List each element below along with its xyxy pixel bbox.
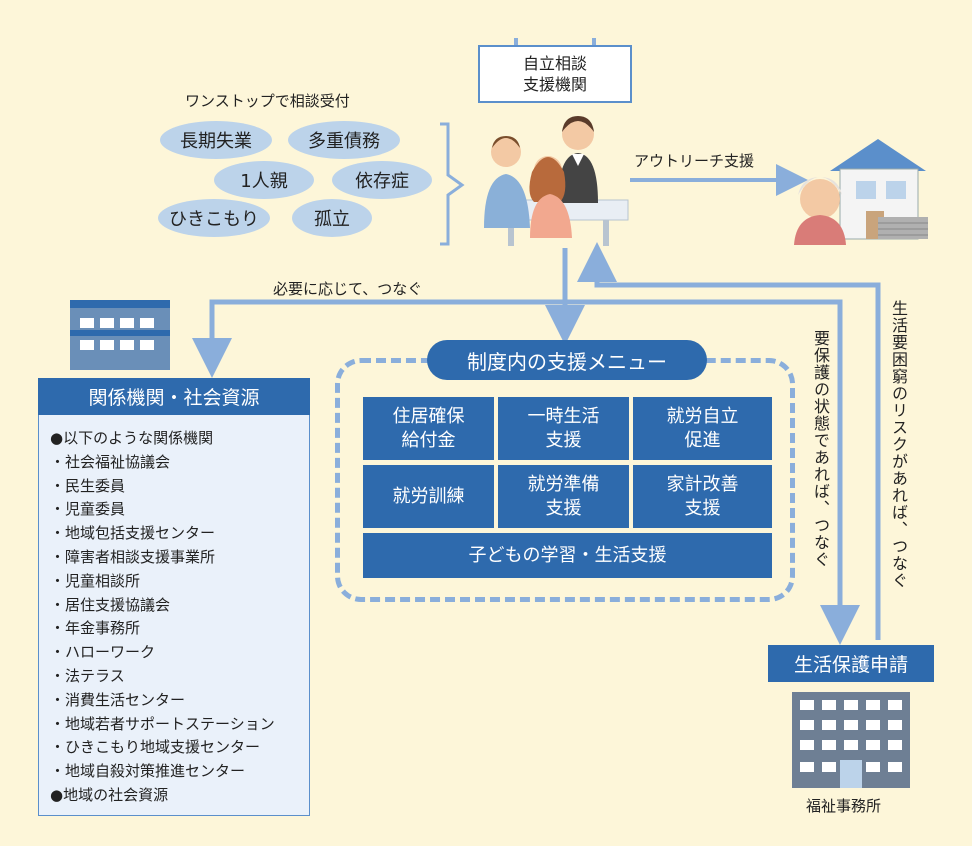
consultation-illustration [484,116,629,246]
list-item: ・ハローワーク [50,643,156,662]
menu-item-line1: 住居確保 [392,405,465,427]
risk-text: 生活要困窮のリスクがあれば、つなぐ [889,300,908,589]
related-organizations-box [38,378,310,816]
issue-bubble: 依存症 [332,161,432,199]
one-stop-label: ワンストップで相談受付 [185,92,350,110]
list-item: ・児童委員 [50,500,126,519]
menu-item-line2: 促進 [684,429,721,451]
list-item: ・年金事務所 [50,619,141,638]
list-item: ・法テラス [50,666,125,685]
issue-bubble: ひきこもり [158,199,270,237]
welfare-office-label: 福祉事務所 [806,797,882,815]
self-support-agency-box: 自立相談 支援機関 [478,45,632,103]
list-item: ・社会福祉協議会 [50,452,171,471]
menu-item: 住居確保給付金 [363,397,494,460]
issue-bubble: 1人親 [214,161,314,199]
menu-item: 就労訓練 [363,465,494,528]
need-protection-text: 要保護の状態であれば、つなぐ [811,330,830,568]
menu-item-line2: 支援 [684,497,721,519]
connect-label: 必要に応じて、つなぐ [273,280,423,298]
related-organizations-title: 関係機関・社会資源 [38,378,310,415]
menu-item-line2: 支援 [545,429,582,451]
outreach-label: アウトリーチ支援 [634,152,755,170]
menu-item-wide: 子どもの学習・生活支援 [363,533,772,578]
menu-item: 家計改善支援 [633,465,772,528]
menu-item-line2: 支援 [545,497,582,519]
list-item: ・地域包括支援センター [50,524,216,543]
related-organizations-list: ●以下のような関係機関 ・社会福祉協議会 ・民生委員 ・児童委員 ・地域包括支援… [50,427,275,808]
menu-item: 就労準備支援 [498,465,629,528]
menu-item-line1: 就労自立 [666,405,739,427]
welfare-office-building-icon [792,692,910,788]
menu-item-line1: 就労訓練 [392,485,465,507]
menu-item-line2: 給付金 [401,429,456,451]
home-elder-illustration [794,139,928,245]
title-line1: 自立相談 [522,54,587,73]
menu-item-line1: 家計改善 [666,473,739,495]
issue-bubble: 孤立 [292,199,372,237]
building-icon [70,300,170,370]
list-item: ・児童相談所 [50,571,141,590]
list-item: ・地域自殺対策推進センター [50,762,246,781]
menu-item: 就労自立促進 [633,397,772,460]
list-item: ・ひきこもり地域支援センター [50,738,261,757]
list-item: ●地域の社会資源 [50,785,169,804]
issue-bubble: 長期失業 [160,121,272,159]
support-menu-title: 制度内の支援メニュー [427,340,707,380]
welfare-application-label: 生活保護申請 [768,645,934,682]
list-item: ・居住支援協議会 [50,595,171,614]
menu-item-line1: 就労準備 [527,473,600,495]
issue-bubble: 多重債務 [288,121,400,159]
list-item: ●以下のような関係機関 [50,429,214,447]
menu-item-line1: 一時生活 [527,405,600,427]
list-item: ・地域若者サポートステーション [50,714,275,733]
list-item: ・障害者相談支援事業所 [50,547,216,566]
list-item: ・消費生活センター [50,690,186,709]
list-item: ・民生委員 [50,476,126,495]
title-line2: 支援機関 [522,75,587,94]
menu-item: 一時生活支援 [498,397,629,460]
